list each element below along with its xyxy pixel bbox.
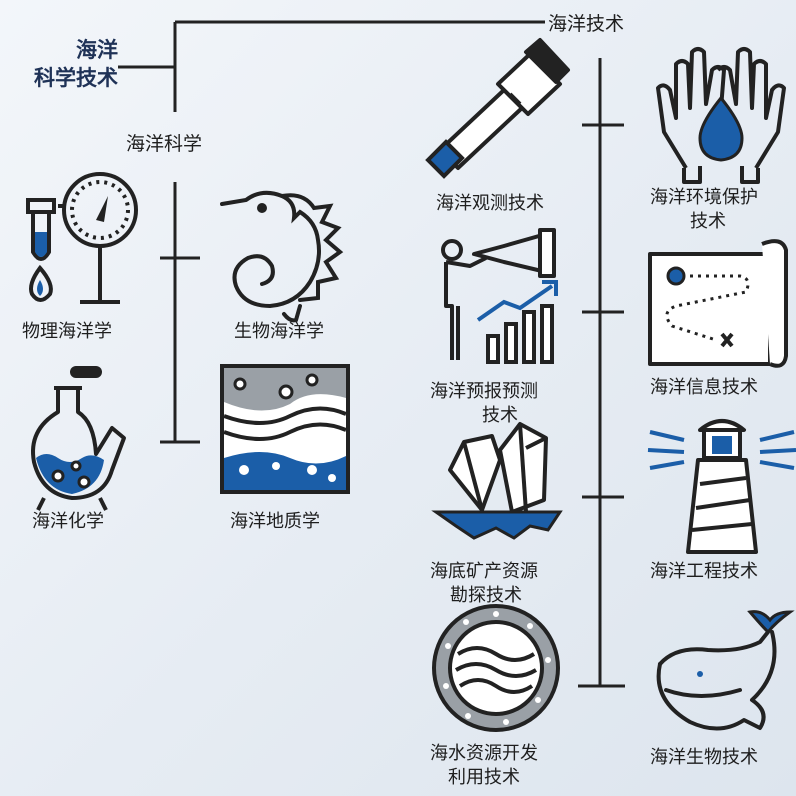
tech-label-information: 海洋信息技术 <box>650 377 758 398</box>
root-title-line1: 海洋 <box>76 38 118 62</box>
science-label-chemistry: 海洋化学 <box>32 511 104 532</box>
root-title: 海洋 科学技术 <box>10 36 118 92</box>
branch-science-label: 海洋科学 <box>126 133 203 155</box>
tech-label-engineering: 海洋工程技术 <box>650 561 758 582</box>
tech-label-forecast-2: 技术 <box>482 405 518 426</box>
science-label-biological: 生物海洋学 <box>234 321 324 342</box>
tech-label-observation: 海洋观测技术 <box>436 193 544 214</box>
science-label-physical: 物理海洋学 <box>22 321 112 342</box>
tech-label-biotech: 海洋生物技术 <box>650 747 758 768</box>
root-title-line2: 科学技术 <box>34 66 118 90</box>
tech-label-mineral-1: 海底矿产资源 <box>430 561 538 582</box>
tech-label-mineral-2: 勘探技术 <box>450 585 522 606</box>
tech-label-forecast-1: 海洋预报预测 <box>430 381 538 402</box>
science-label-geology: 海洋地质学 <box>230 511 320 532</box>
branch-technology-label: 海洋技术 <box>548 13 625 35</box>
tech-label-seawater-2: 利用技术 <box>448 767 520 788</box>
tech-label-protection-2: 技术 <box>690 211 726 232</box>
tech-label-seawater-1: 海水资源开发 <box>430 743 538 764</box>
tech-label-protection-1: 海洋环境保护 <box>650 187 758 208</box>
